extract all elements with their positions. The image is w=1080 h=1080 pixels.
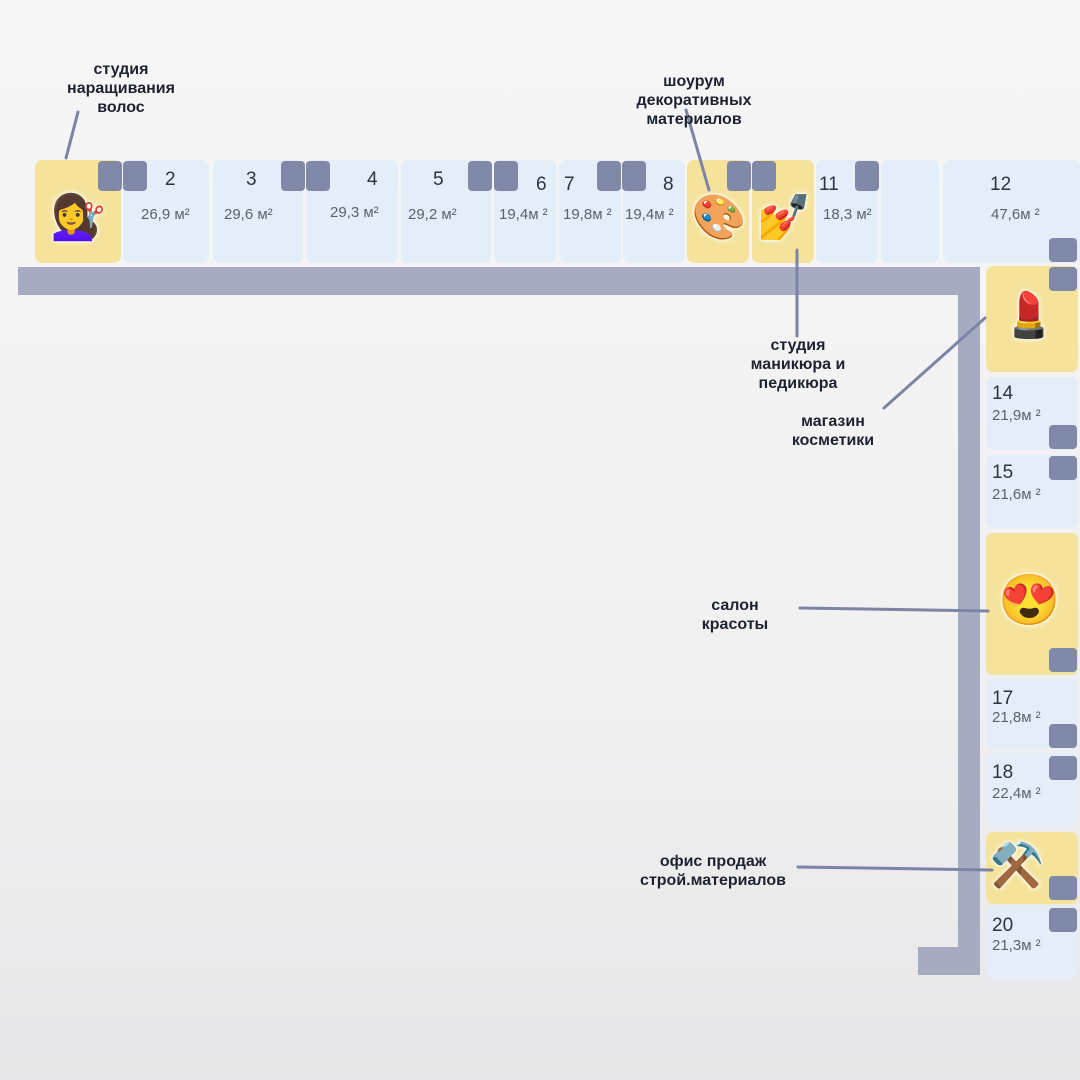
leader-line-sales [796,865,994,872]
unit-number: 15 [992,462,1014,483]
unit-area: 29,6 м² [224,206,273,223]
door-marker [1049,238,1077,262]
unit-number: 17 [992,688,1014,709]
unit-number: 12 [990,174,1012,195]
unit-area: 19,4м ² [499,206,548,223]
corridor-end [918,947,980,975]
unit-14[interactable]: 14 21,9м ² [986,377,1078,450]
label-hair-studio: студия наращивания волос [67,61,175,116]
door-marker [752,161,776,191]
unit-area: 21,8м ² [992,709,1041,726]
door-marker [1049,267,1077,291]
unit-area: 29,2 м² [408,206,457,223]
corridor-vertical [958,267,980,975]
unit-area: 19,8м ² [563,206,612,223]
door-marker [855,161,879,191]
unit-area: 18,3 м² [823,206,872,223]
hammer-pick-icon: ⚒️ [989,841,1045,890]
door-marker [468,161,492,191]
leader-line-hair [64,110,80,160]
label-beauty-salon: салон красоты [701,597,769,633]
unit-number: 2 [165,169,176,190]
leader-line-showroom [684,108,711,192]
unit-area: 29,3 м² [330,204,379,221]
door-marker [123,161,147,191]
door-marker [1049,425,1077,449]
hairdresser-icon: 💇‍♀️ [50,193,106,242]
door-marker [1049,456,1077,480]
unit-number: 20 [992,915,1014,936]
unit-number: 8 [663,174,674,195]
unit-number: 11 [819,174,839,195]
unit-number: 18 [992,762,1014,783]
door-marker [727,161,751,191]
heart-eyes-icon: 😍 [998,572,1061,628]
unit-number: 3 [246,169,257,190]
door-marker [494,161,518,191]
door-marker [1049,908,1077,932]
lipstick-icon: 💄 [1001,291,1057,340]
unit-number: 5 [433,169,444,190]
label-sales-office: офис продаж строй.материалов [640,853,786,889]
door-marker [1049,724,1077,748]
leader-line-cosmetics [882,316,987,410]
unit-area: 47,6м ² [991,206,1040,223]
door-marker [281,161,305,191]
door-marker [622,161,646,191]
palette-icon: 🎨 [691,193,747,242]
unit-area: 19,4м ² [625,206,674,223]
unit-number: 14 [992,383,1014,404]
unit-sales-office[interactable]: ⚒️ [986,832,1078,904]
unit-3[interactable]: 3 29,6 м² [213,160,303,263]
unit-area: 22,4м ² [992,785,1041,802]
label-cosmetics: магазин косметики [791,413,875,449]
unit-11-annex[interactable] [881,160,939,263]
unit-area: 21,3м ² [992,937,1041,954]
nail-polish-icon: 💅 [756,193,812,242]
door-marker [1049,876,1077,900]
label-showroom: шоурум декоративных материалов [636,73,752,128]
door-marker [98,161,122,191]
leader-line-beauty [798,606,990,613]
unit-number: 6 [536,174,547,195]
unit-area: 21,6м ² [992,486,1041,503]
unit-area: 21,9м ² [992,407,1041,424]
door-marker [1049,756,1077,780]
corridor-horizontal [18,267,980,295]
label-manicure: студия маникюра и педикюра [750,337,846,392]
door-marker [306,161,330,191]
door-marker [597,161,621,191]
unit-number: 4 [367,169,378,190]
unit-number: 7 [564,174,575,195]
unit-area: 26,9 м² [141,206,190,223]
unit-manicure[interactable]: 💅 [752,160,814,263]
door-marker [1049,648,1077,672]
